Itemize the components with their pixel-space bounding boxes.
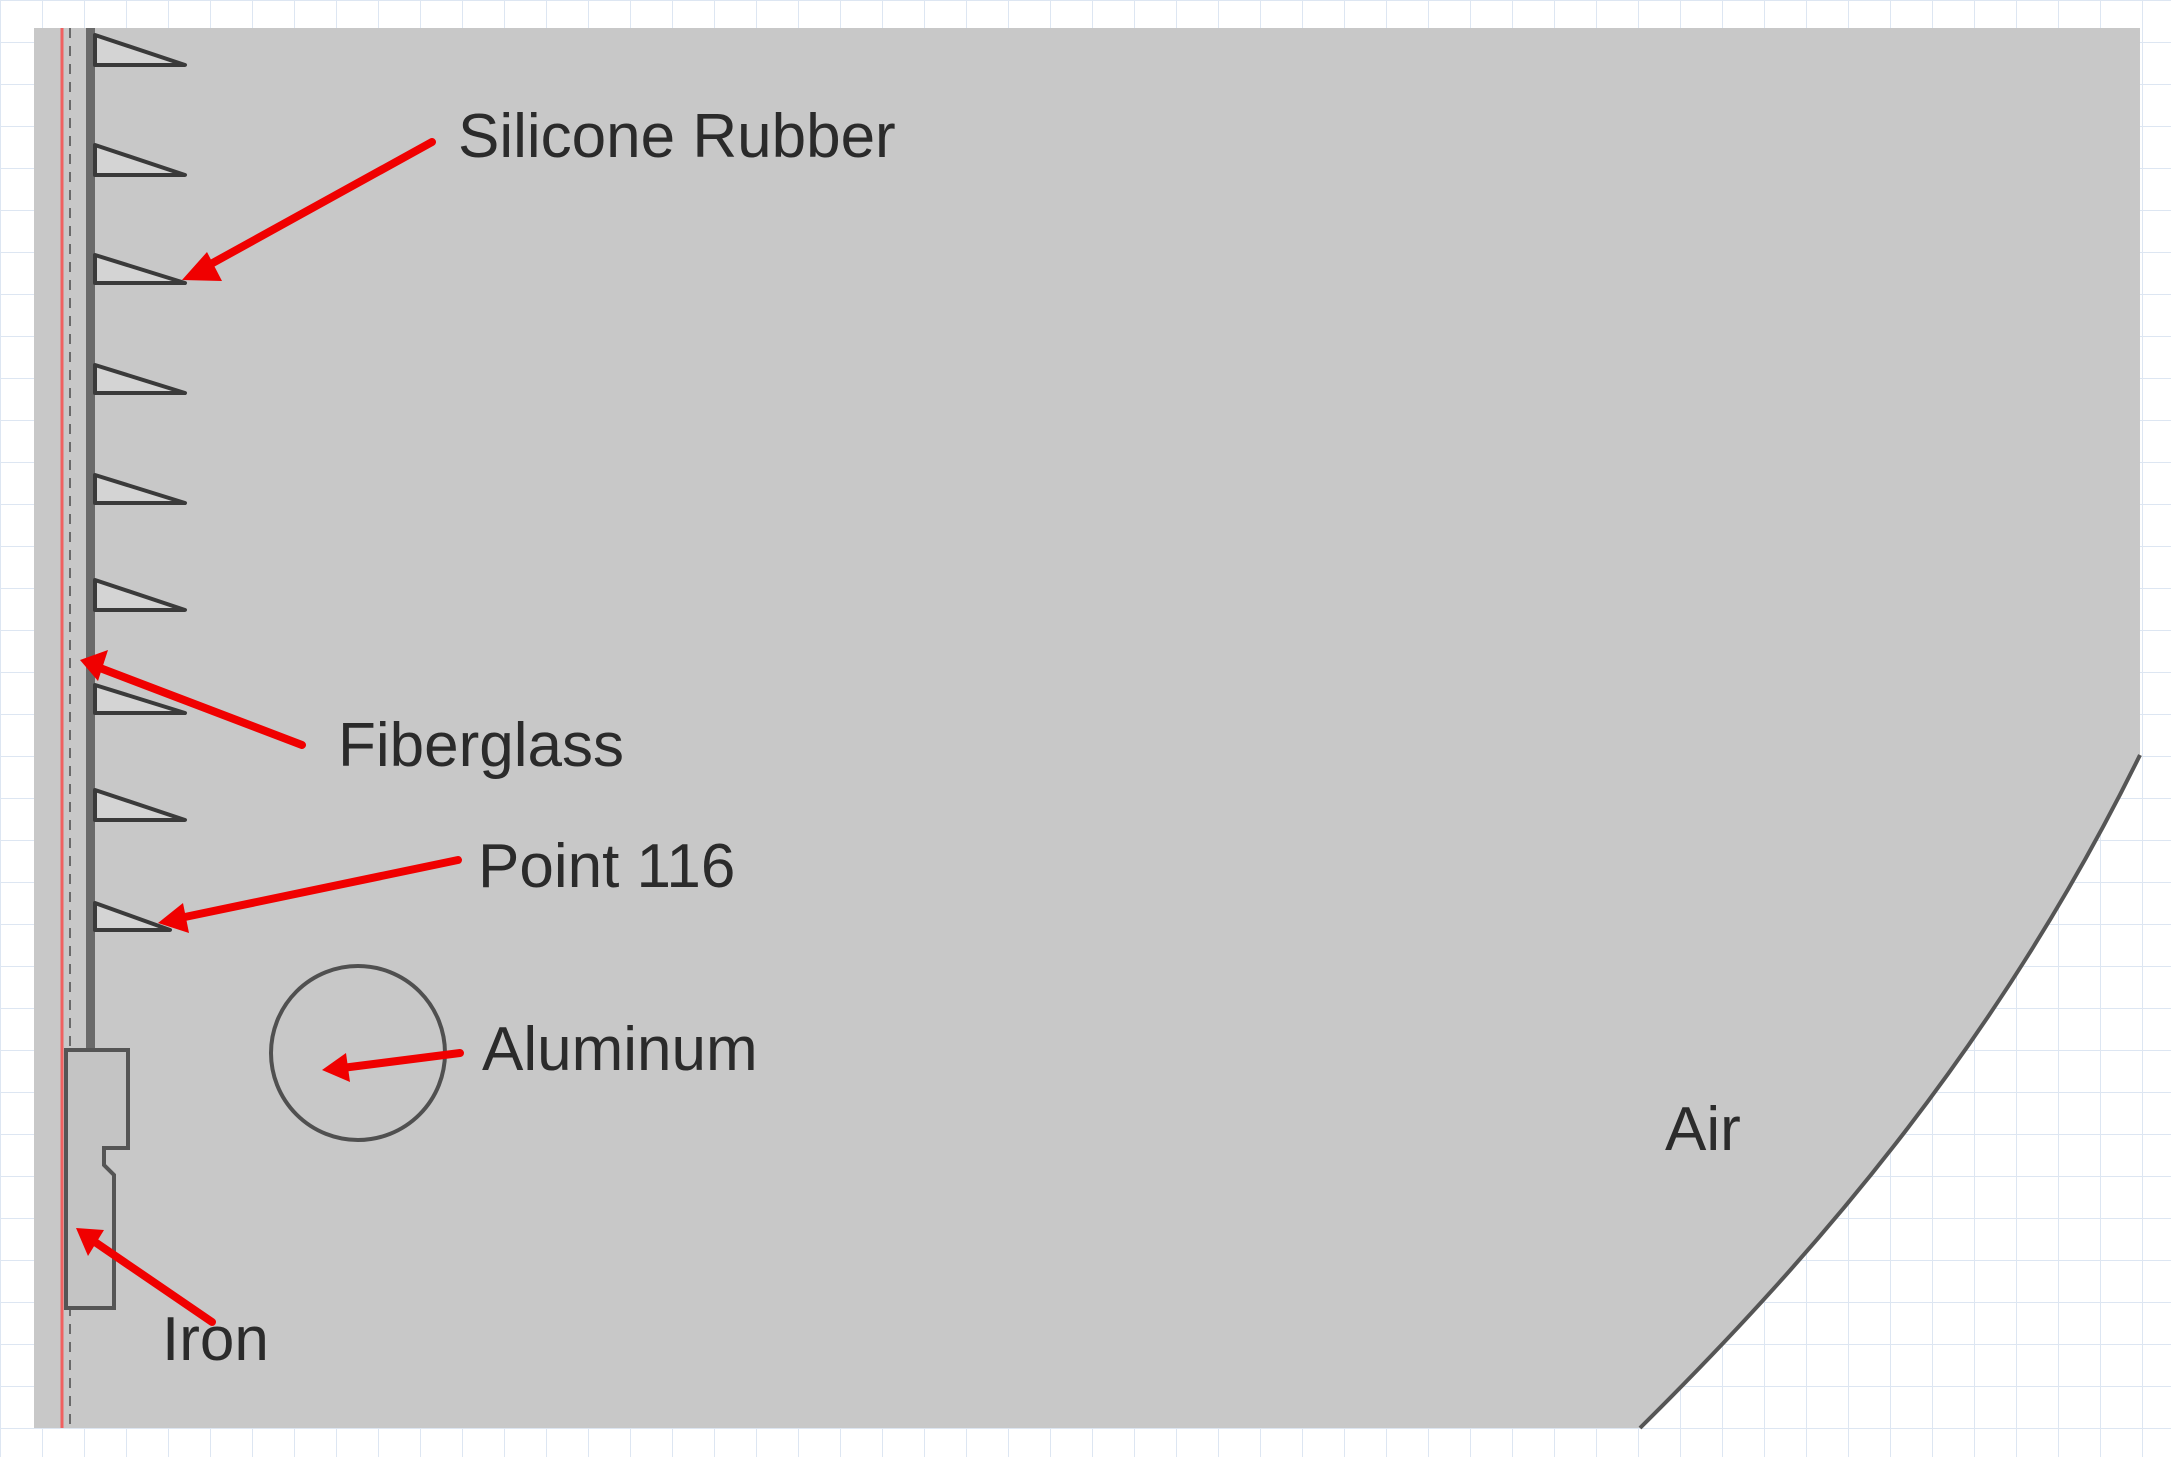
shed-2 (93, 143, 187, 177)
label-air: Air (1665, 1095, 1741, 1164)
air-boundary-curve (1638, 754, 2142, 1430)
arrow-fiberglass (80, 650, 306, 749)
silicone-rubber-sheds (93, 33, 187, 932)
shed-3 (93, 253, 187, 285)
shed-6 (93, 578, 187, 612)
annotation-arrows (76, 138, 464, 1326)
shed-5 (93, 473, 187, 505)
arrow-point-116 (158, 856, 462, 933)
label-iron: Iron (162, 1305, 269, 1374)
label-aluminum: Aluminum (482, 1015, 758, 1084)
shed-1 (93, 33, 187, 67)
iron-end-fitting (64, 1048, 130, 1310)
label-silicone-rubber: Silicone Rubber (458, 102, 896, 171)
label-point-116: Point 116 (478, 832, 735, 901)
arrow-iron (76, 1228, 216, 1326)
shed-8 (93, 788, 187, 822)
shed-7 (93, 683, 187, 715)
label-fiberglass: Fiberglass (338, 711, 624, 780)
arrow-aluminum (322, 1049, 464, 1082)
shed-9 (93, 901, 172, 932)
air-domain (34, 28, 2140, 1428)
shed-4 (93, 363, 187, 395)
fiberglass-rod (86, 28, 95, 1048)
arrow-silicone-rubber (182, 138, 436, 281)
